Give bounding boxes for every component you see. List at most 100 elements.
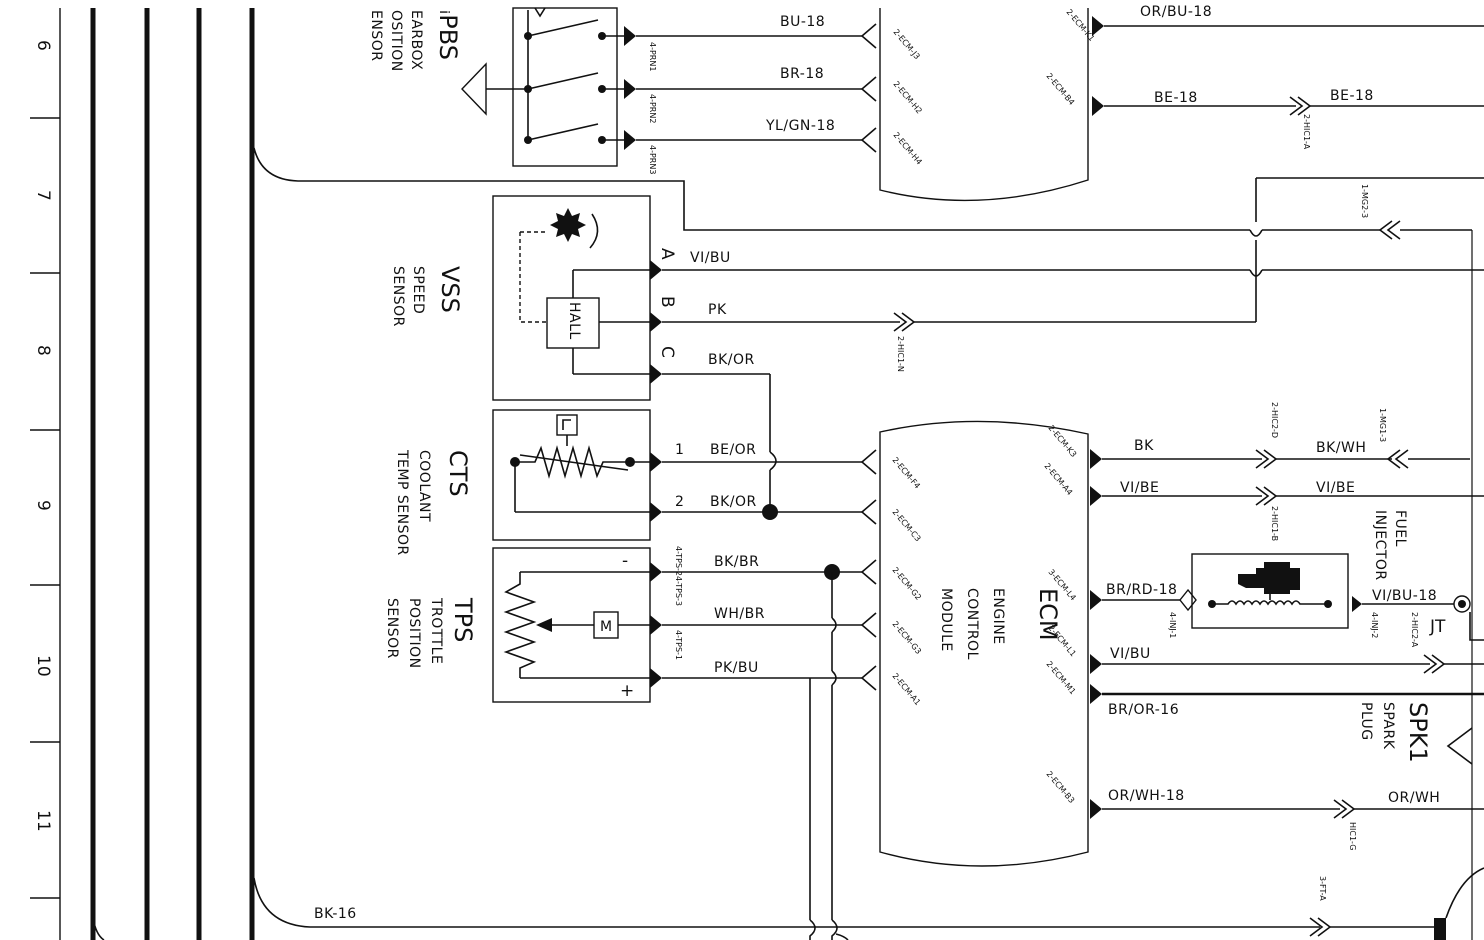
wire-label: BR/RD-18 — [1106, 582, 1177, 598]
wire-label: VI/BU — [690, 250, 731, 266]
bus-bars: BK-16 — [90, 8, 1484, 940]
wire-label: OR/BU-18 — [1140, 4, 1212, 20]
right-circuits: BK BK/WH 2-HIC2-D 1-MG1-3 VI/BE VI/BE 2-… — [1102, 230, 1484, 940]
ground-symbol — [461, 62, 487, 116]
connector-label: 2-ECM-K1 — [1064, 8, 1096, 43]
wire-label: BE/OR — [710, 442, 756, 458]
connector-label: 1-MG1-3 — [1378, 408, 1387, 442]
cts-sensor: CTS COOLANT TEMP SENSOR 1 2 BE/OR BK/OR — [394, 409, 877, 556]
connector-label: 2-ECM-J3 — [891, 28, 921, 62]
pin-label: B — [657, 296, 677, 308]
tps-label: POSITION — [406, 598, 422, 669]
cts-label: COOLANT — [416, 450, 432, 522]
connector-label: 2-HIC1-N — [896, 336, 905, 372]
connector-label: 1-MG2-3 — [1360, 184, 1369, 218]
connector-label: 2-HIC2-A — [1410, 612, 1419, 648]
gpbs-code: ᵢPBS — [434, 10, 462, 60]
ecm-upper-block: 2-ECM-J3 2-ECM-H2 2-ECM-H4 2-ECM-K1 2-EC… — [879, 4, 1484, 240]
gpbs-box — [512, 7, 618, 167]
connector-label: 4-PRN2 — [648, 94, 657, 123]
fuel-injector-box — [1191, 553, 1349, 629]
hall-label: HALL — [566, 302, 582, 340]
connector-label: 4-TPS-1 — [674, 630, 683, 660]
ecm-module: ECM ENGINE CONTROL MODULE 2-ECM-F4 2-ECM… — [879, 420, 1102, 867]
ruler-label: 11 — [33, 810, 53, 832]
ruler-label: 7 — [33, 190, 53, 201]
vss-box — [492, 195, 651, 401]
connector-label: HIC1-G — [1348, 822, 1357, 850]
wire-label: BK/OR — [708, 352, 755, 368]
connector-label: 2-HIC2-D — [1270, 402, 1279, 438]
connector-label: 2-ECM-F4 — [890, 456, 921, 491]
wire-label: BU-18 — [780, 14, 825, 30]
wire-label: PK/BU — [714, 660, 759, 676]
connector-label: 2-ECM-G3 — [890, 620, 923, 656]
connector-label: 2-HIC1-A — [1302, 114, 1311, 150]
wire-label: BK/BR — [714, 554, 759, 570]
connector-label: 2-ECM-M1 — [1044, 660, 1077, 697]
wire-label: BK/OR — [710, 494, 757, 510]
connector-label: 4-PRN1 — [648, 42, 657, 71]
cts-code: CTS — [444, 450, 472, 497]
pin-label: 2 — [675, 494, 684, 510]
connector-label: 4-TPS-2 — [674, 546, 683, 576]
wire-label: VI/BE — [1120, 480, 1159, 496]
vss-label: SPEED — [410, 266, 426, 314]
vss-label: SENSOR — [390, 266, 406, 327]
ecm-box — [879, 420, 1089, 867]
ruler-label: 6 — [33, 40, 53, 51]
tps-sensor: TPS TROTTLE POSITION SENSOR - + M 4-TPS-… — [384, 546, 877, 940]
spk-label: SPARK — [1380, 702, 1396, 750]
wire-label: OR/WH-18 — [1108, 788, 1185, 804]
connector-label: 3-FT-A — [1318, 876, 1327, 901]
connector-label: 4-TPS-3 — [674, 576, 683, 606]
ground-terminal — [1434, 918, 1446, 940]
connector-label: 2-ECM-G2 — [890, 566, 923, 602]
gpbs-label: EARBOX — [408, 10, 424, 70]
wire-label: YL/GN-18 — [765, 118, 835, 134]
splice — [762, 504, 778, 520]
tps-minus: - — [622, 551, 628, 571]
cts-box — [492, 409, 651, 541]
connector-label: 2-ECM-A1 — [890, 672, 922, 708]
wire-label: BK — [1134, 438, 1154, 454]
ruler-label: 9 — [33, 500, 53, 511]
wire-label: BE-18 — [1330, 88, 1374, 104]
jt-label: JT — [1429, 617, 1446, 637]
wire-label: VI/BU-18 — [1372, 588, 1437, 604]
vss-code: VSS — [436, 266, 464, 313]
connector-label: 2-ECM-C3 — [890, 508, 922, 544]
pin-label: 1 — [675, 442, 684, 458]
tps-label: SENSOR — [384, 598, 400, 659]
ecm-label: CONTROL — [964, 588, 980, 660]
connector-label: 2-ECM-H2 — [891, 80, 923, 116]
connector-label: 2-ECM-H4 — [891, 131, 923, 167]
gear-icon — [550, 208, 586, 242]
tps-label: TROTTLE — [428, 597, 444, 664]
injector-label: INJECTOR — [1372, 510, 1388, 581]
wire-label: PK — [708, 302, 727, 318]
ecm-label: ENGINE — [990, 588, 1006, 645]
connector-label: 2-ECM-B4 — [1044, 72, 1076, 107]
injector-icon — [1238, 562, 1300, 594]
connector-label: 4-INJ-2 — [1370, 612, 1379, 638]
wire-label: BR/OR-16 — [1108, 702, 1179, 718]
wire-label: WH/BR — [714, 606, 765, 622]
vss-sensor: VSS SPEED SENSOR HALL A B C VI/BU PK 2-H… — [390, 195, 1484, 512]
ground-wire-label: BK-16 — [314, 906, 357, 922]
tps-plus: + — [620, 681, 634, 701]
page-ruler: 6 7 8 9 10 11 — [30, 8, 61, 940]
tps-code: TPS — [449, 597, 477, 642]
ruler-label: 10 — [33, 655, 53, 677]
connector-label: 4-PRN3 — [648, 145, 657, 174]
injector-label: FUEL — [1392, 510, 1408, 547]
ecm-label: MODULE — [938, 588, 954, 652]
wire-label: BK/WH — [1316, 440, 1366, 456]
ecm-code: ECM — [1034, 588, 1062, 641]
pin-label: C — [657, 346, 677, 358]
connector-label: 4-INJ-1 — [1168, 612, 1177, 638]
connector-label: 2-HIC1-B — [1270, 506, 1279, 541]
spark-plug-icon — [1446, 727, 1473, 765]
connector-label: 2-ECM-A4 — [1042, 462, 1074, 498]
